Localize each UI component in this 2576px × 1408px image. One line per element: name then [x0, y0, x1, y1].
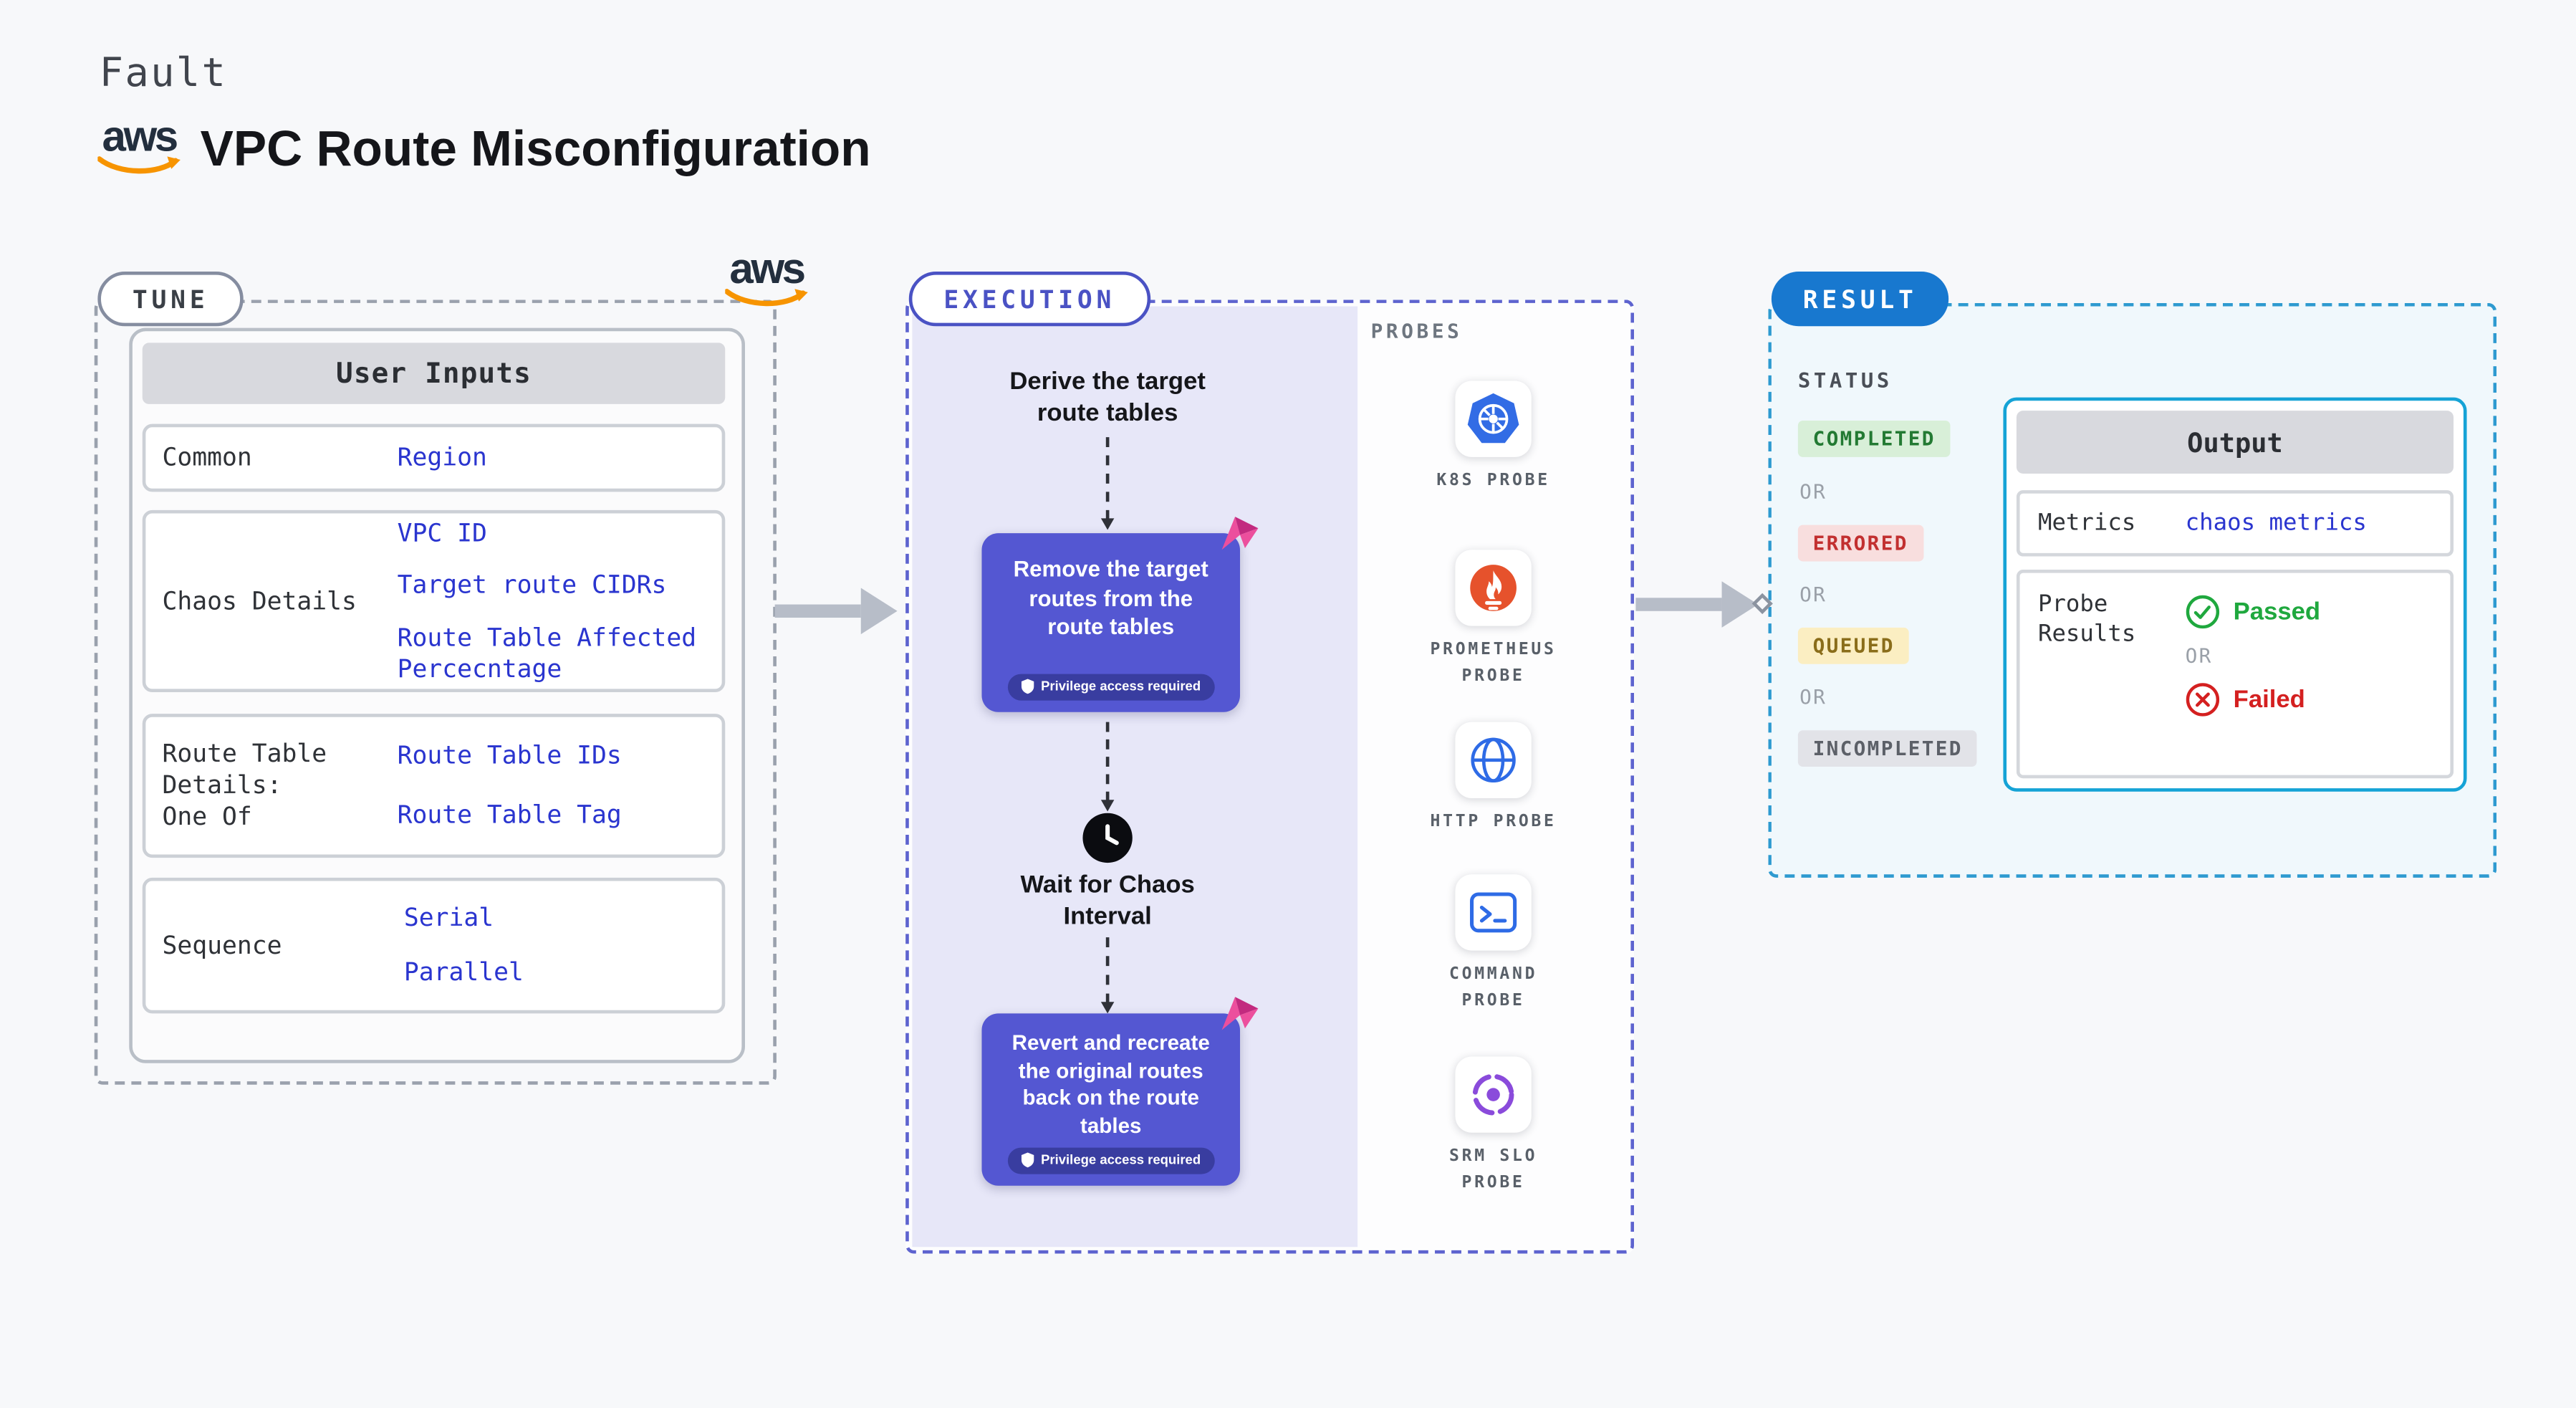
tune-section	[94, 300, 777, 1085]
probe-results-values: Passed OR Failed	[2186, 573, 2320, 775]
or-separator: OR	[1799, 480, 1827, 504]
chaos-bird-icon	[1219, 512, 1261, 562]
or-separator: OR	[2185, 644, 2213, 668]
status-badge-completed: COMPLETED	[1797, 421, 1951, 457]
probe-label: COMMAND PROBE	[1448, 965, 1538, 1010]
input-row-label: Chaos Details	[162, 585, 357, 616]
aws-logo-small: aws	[722, 243, 812, 309]
or-separator: OR	[1799, 583, 1827, 606]
tune-pill: TUNE	[97, 272, 244, 327]
fault-kicker: Fault	[99, 49, 228, 97]
privilege-badge: Privilege access required	[1007, 1146, 1214, 1174]
probe-label: PROMETHEUS PROBE	[1430, 641, 1557, 685]
input-value: Route Table Affected Percecntage	[397, 622, 697, 684]
globe-icon	[1455, 722, 1532, 798]
aws-logo: aws	[95, 110, 184, 176]
input-row-sequence: Sequence Serial Parallel	[142, 877, 726, 1014]
input-row-values: VPC ID Target route CIDRs Route Table Af…	[398, 504, 712, 698]
probe-label: SRM SLO PROBE	[1448, 1147, 1538, 1192]
aws-logo-text: aws	[102, 110, 179, 161]
privilege-badge: Privilege access required	[1007, 673, 1214, 701]
failed-label: Failed	[2233, 685, 2305, 714]
derive-step-text: Derive the target route tables	[1009, 368, 1206, 427]
input-value: Region	[397, 442, 487, 472]
status-badge-incompleted: INCOMPLETED	[1797, 730, 1978, 767]
probe-results-label: Probe Results	[2037, 591, 2136, 648]
input-value: Serial	[403, 903, 494, 933]
srm-slo-icon	[1455, 1056, 1532, 1133]
flow-connector-arrow	[1100, 722, 1115, 812]
passed-label: Passed	[2233, 598, 2321, 626]
privilege-badge-text: Privilege access required	[1041, 1151, 1201, 1167]
or-separator: OR	[1799, 685, 1827, 709]
aws-smile-icon	[97, 155, 181, 173]
probe-results-row: Probe Results Passed OR Failed	[2016, 570, 2454, 779]
result-pill: RESULT	[1771, 272, 1949, 327]
probe-prometheus: PROMETHEUS PROBE	[1394, 550, 1592, 689]
probe-srm-slo: SRM SLO PROBE	[1394, 1056, 1592, 1195]
revert-routes-card: Revert and recreate the original routes …	[981, 997, 1259, 1186]
input-row-values: Route Table IDs Route Table Tag	[398, 727, 622, 844]
failed-state: Failed	[2186, 682, 2320, 717]
status-header: STATUS	[1797, 368, 1893, 393]
user-inputs-header: User Inputs	[142, 343, 726, 404]
flow-connector-arrow	[1100, 937, 1115, 1014]
wait-step-text: Wait for Chaos Interval	[1020, 871, 1195, 931]
remove-routes-card: Remove the target routes from the route …	[981, 517, 1259, 712]
input-row-chaos-details: Chaos Details VPC ID Target route CIDRs …	[142, 509, 726, 693]
input-row-values: Serial Parallel	[398, 890, 524, 1002]
aws-logo-text-small: aws	[729, 243, 806, 294]
tune-to-execution-arrow	[774, 588, 898, 635]
output-header: Output	[2016, 411, 2454, 474]
probes-header: PROBES	[1370, 320, 1463, 343]
input-row-label: Sequence	[162, 929, 282, 960]
probe-label: HTTP PROBE	[1430, 813, 1557, 832]
input-value: Route Table Tag	[397, 800, 622, 830]
input-row-route-table-details: Route Table Details: One Of Route Table …	[142, 714, 726, 858]
probe-command: COMMAND PROBE	[1394, 874, 1592, 1013]
clock-icon	[1081, 811, 1134, 871]
metrics-label: Metrics	[2037, 509, 2136, 537]
input-value: Route Table IDs	[397, 740, 622, 771]
terminal-icon	[1455, 874, 1532, 951]
page-title: VPC Route Misconfiguration	[200, 123, 871, 178]
metrics-row: Metrics chaos metrics	[2016, 490, 2454, 557]
prometheus-icon	[1455, 550, 1532, 626]
check-circle-icon	[2186, 595, 2220, 629]
revert-routes-text: Revert and recreate the original routes …	[1011, 1030, 1210, 1138]
chaos-bird-icon	[1219, 992, 1261, 1043]
probe-label: K8S PROBE	[1436, 471, 1550, 491]
shield-icon	[1021, 679, 1034, 695]
flow-connector-arrow	[1100, 437, 1115, 530]
input-value: Parallel	[403, 957, 524, 987]
shield-icon	[1021, 1153, 1034, 1169]
metrics-value: chaos metrics	[2185, 509, 2367, 537]
execution-pill: EXECUTION	[908, 272, 1150, 327]
status-badge-errored: ERRORED	[1797, 525, 1923, 562]
kubernetes-icon	[1455, 380, 1532, 457]
input-row-label: Route Table Details: One Of	[162, 739, 327, 831]
input-value: VPC ID	[397, 517, 487, 547]
input-row-label: Common	[162, 442, 252, 472]
input-row-common: Common Region	[142, 423, 726, 492]
privilege-badge-text: Privilege access required	[1041, 678, 1201, 694]
execution-to-result-arrow	[1635, 581, 1759, 628]
passed-state: Passed	[2186, 595, 2320, 630]
aws-smile-icon	[725, 288, 808, 306]
probe-http: HTTP PROBE	[1394, 722, 1592, 835]
input-value: Target route CIDRs	[397, 570, 667, 600]
status-badge-queued: QUEUED	[1797, 627, 1910, 664]
input-row-values: Region	[398, 429, 487, 487]
x-circle-icon	[2186, 683, 2220, 717]
probe-k8s: K8S PROBE	[1394, 380, 1592, 494]
remove-routes-text: Remove the target routes from the route …	[1013, 556, 1208, 640]
